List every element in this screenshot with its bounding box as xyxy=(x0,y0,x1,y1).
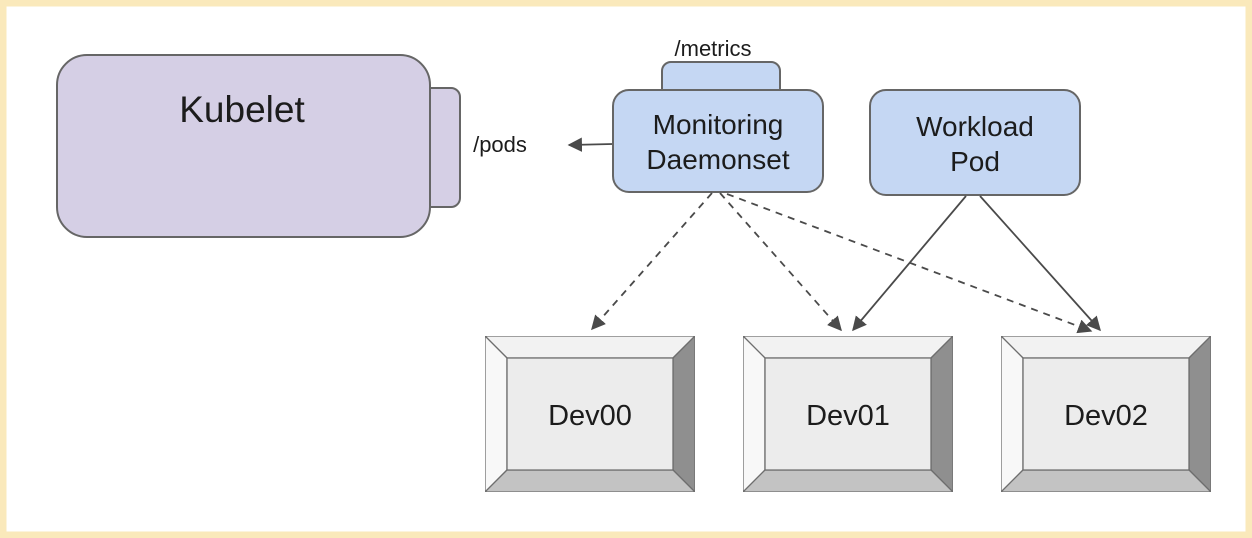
workload-pod-label-line2: Pod xyxy=(950,146,1000,177)
kubelet-label: Kubelet xyxy=(179,89,305,130)
workload-pod-node: Workload Pod xyxy=(869,89,1081,196)
edge-workload-to-dev02 xyxy=(979,195,1101,332)
dev01-label: Dev01 xyxy=(806,400,890,432)
device-node-dev00: Dev00 xyxy=(485,336,695,492)
workload-pod-label-line1: Workload xyxy=(916,111,1034,142)
dev00-label: Dev00 xyxy=(548,400,632,432)
monitoring-daemonset-label-line2: Daemonset xyxy=(646,144,789,175)
pods-endpoint-label: /pods xyxy=(473,132,527,157)
device-node-dev02: Dev02 xyxy=(1001,336,1211,492)
monitoring-daemonset-box xyxy=(612,89,824,193)
kubelet-node: Kubelet xyxy=(56,54,461,238)
edge-workload-to-dev01 xyxy=(852,195,967,332)
edge-monitoring-to-kubelet xyxy=(567,137,614,152)
edge-monitoring-to-dev01 xyxy=(719,192,842,332)
edge-monitoring-to-dev00 xyxy=(591,192,713,331)
device-node-dev01: Dev01 xyxy=(743,336,953,492)
workload-pod-box xyxy=(869,89,1081,196)
dev02-label: Dev02 xyxy=(1064,400,1148,432)
metrics-endpoint-label: /metrics xyxy=(675,36,752,61)
kubelet-box xyxy=(56,54,431,238)
monitoring-daemonset-label-line1: Monitoring xyxy=(653,109,784,140)
monitoring-daemonset-node: /metrics Monitoring Daemonset xyxy=(612,36,824,193)
